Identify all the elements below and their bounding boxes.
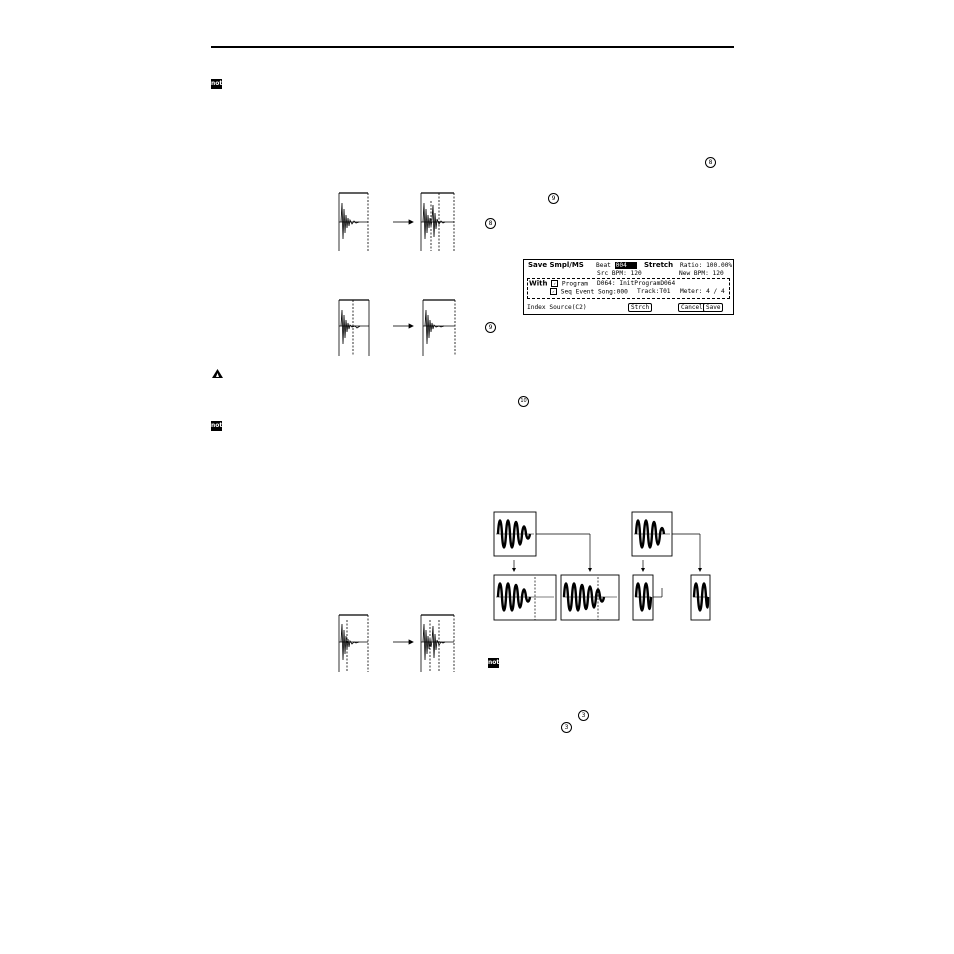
seq-event-checkbox[interactable]: ✓ [550,288,557,295]
src-bpm: Src BPM: 120 [597,270,642,277]
track-value[interactable]: Track:T01 [637,288,671,295]
waveform-diagram [338,299,456,356]
circled-number: 8 [485,218,496,229]
ratio-value[interactable]: Ratio: 100.00% [680,262,733,269]
stretch-label: Stretch [644,261,674,269]
program-value[interactable]: D064: InitProgramD064 [597,280,676,287]
save-button[interactable]: Save [703,303,724,312]
note-icon: note [211,79,227,89]
lcd-title: Save Smpl/MS [528,261,584,269]
beat-label: Beat [596,262,611,269]
circled-number: 8 [705,157,716,168]
circled-number: 10 [518,396,529,407]
program-checkbox[interactable]: ✓ [551,280,559,287]
index-source: Index Source(C2) [527,304,587,311]
circled-number: 3 [578,710,589,721]
lcd-save-dialog: Save Smpl/MS Beat 004 Stretch Ratio: 100… [523,259,734,315]
new-bpm[interactable]: New BPM: 120 [679,270,724,277]
circled-number: 3 [561,722,572,733]
seq-event-label: Seq Event [560,288,595,296]
waveform-diagram [338,192,455,251]
note-icon: note [488,658,504,668]
time-slice-diagram [493,511,711,621]
circled-number: 9 [548,193,559,204]
beat-value[interactable]: 004 [614,262,637,269]
note-icon: note [211,421,227,431]
with-group [527,278,730,299]
cancel-button[interactable]: Cancel [678,303,706,312]
stretch-button[interactable]: Strch [628,303,653,312]
warning-icon [212,369,223,378]
with-label: With [529,279,548,288]
waveform-diagram [338,614,455,672]
header-rule [211,46,734,48]
program-label: Program [561,280,588,288]
circled-number: 9 [485,322,496,333]
song-value[interactable]: Song:000 [598,288,628,296]
meter-value[interactable]: Meter: 4 / 4 [680,288,725,295]
